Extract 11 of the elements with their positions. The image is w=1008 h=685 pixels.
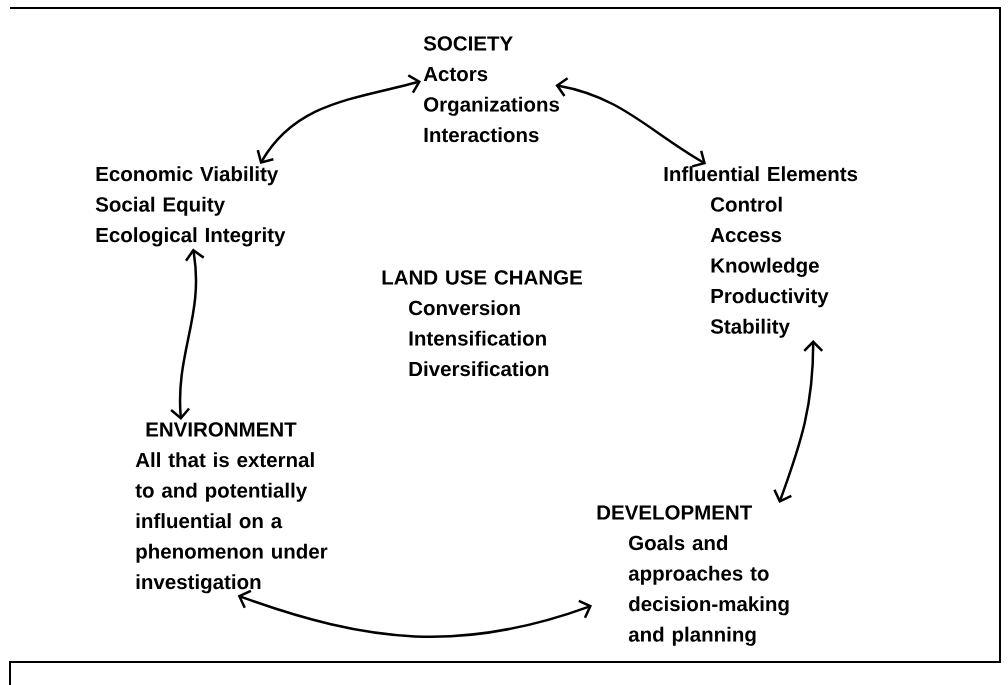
concept-text: SOCIETY Actors Organizations Interactions <box>423 36 560 143</box>
double-arrow <box>555 77 706 168</box>
double-arrow <box>170 248 205 420</box>
double-arrow <box>237 589 592 638</box>
double-arrow <box>256 74 421 164</box>
concept-text: Economic Viability Social Equity Ecological Integrity <box>95 166 286 247</box>
concept-text: Influential Elements Control Access Knowledge Productivity Stability <box>664 166 858 338</box>
concept-text: LAND USE CHANGE Conversion Intensification Diversification <box>382 270 582 377</box>
concept-text: DEVELOPMENT Goals and approaches to decision-making and planning <box>597 505 789 646</box>
concept-text: ENVIRONMENT All that is external to and potentially influential on a phenomenon under investigation <box>135 422 328 594</box>
double-arrow <box>773 340 824 503</box>
